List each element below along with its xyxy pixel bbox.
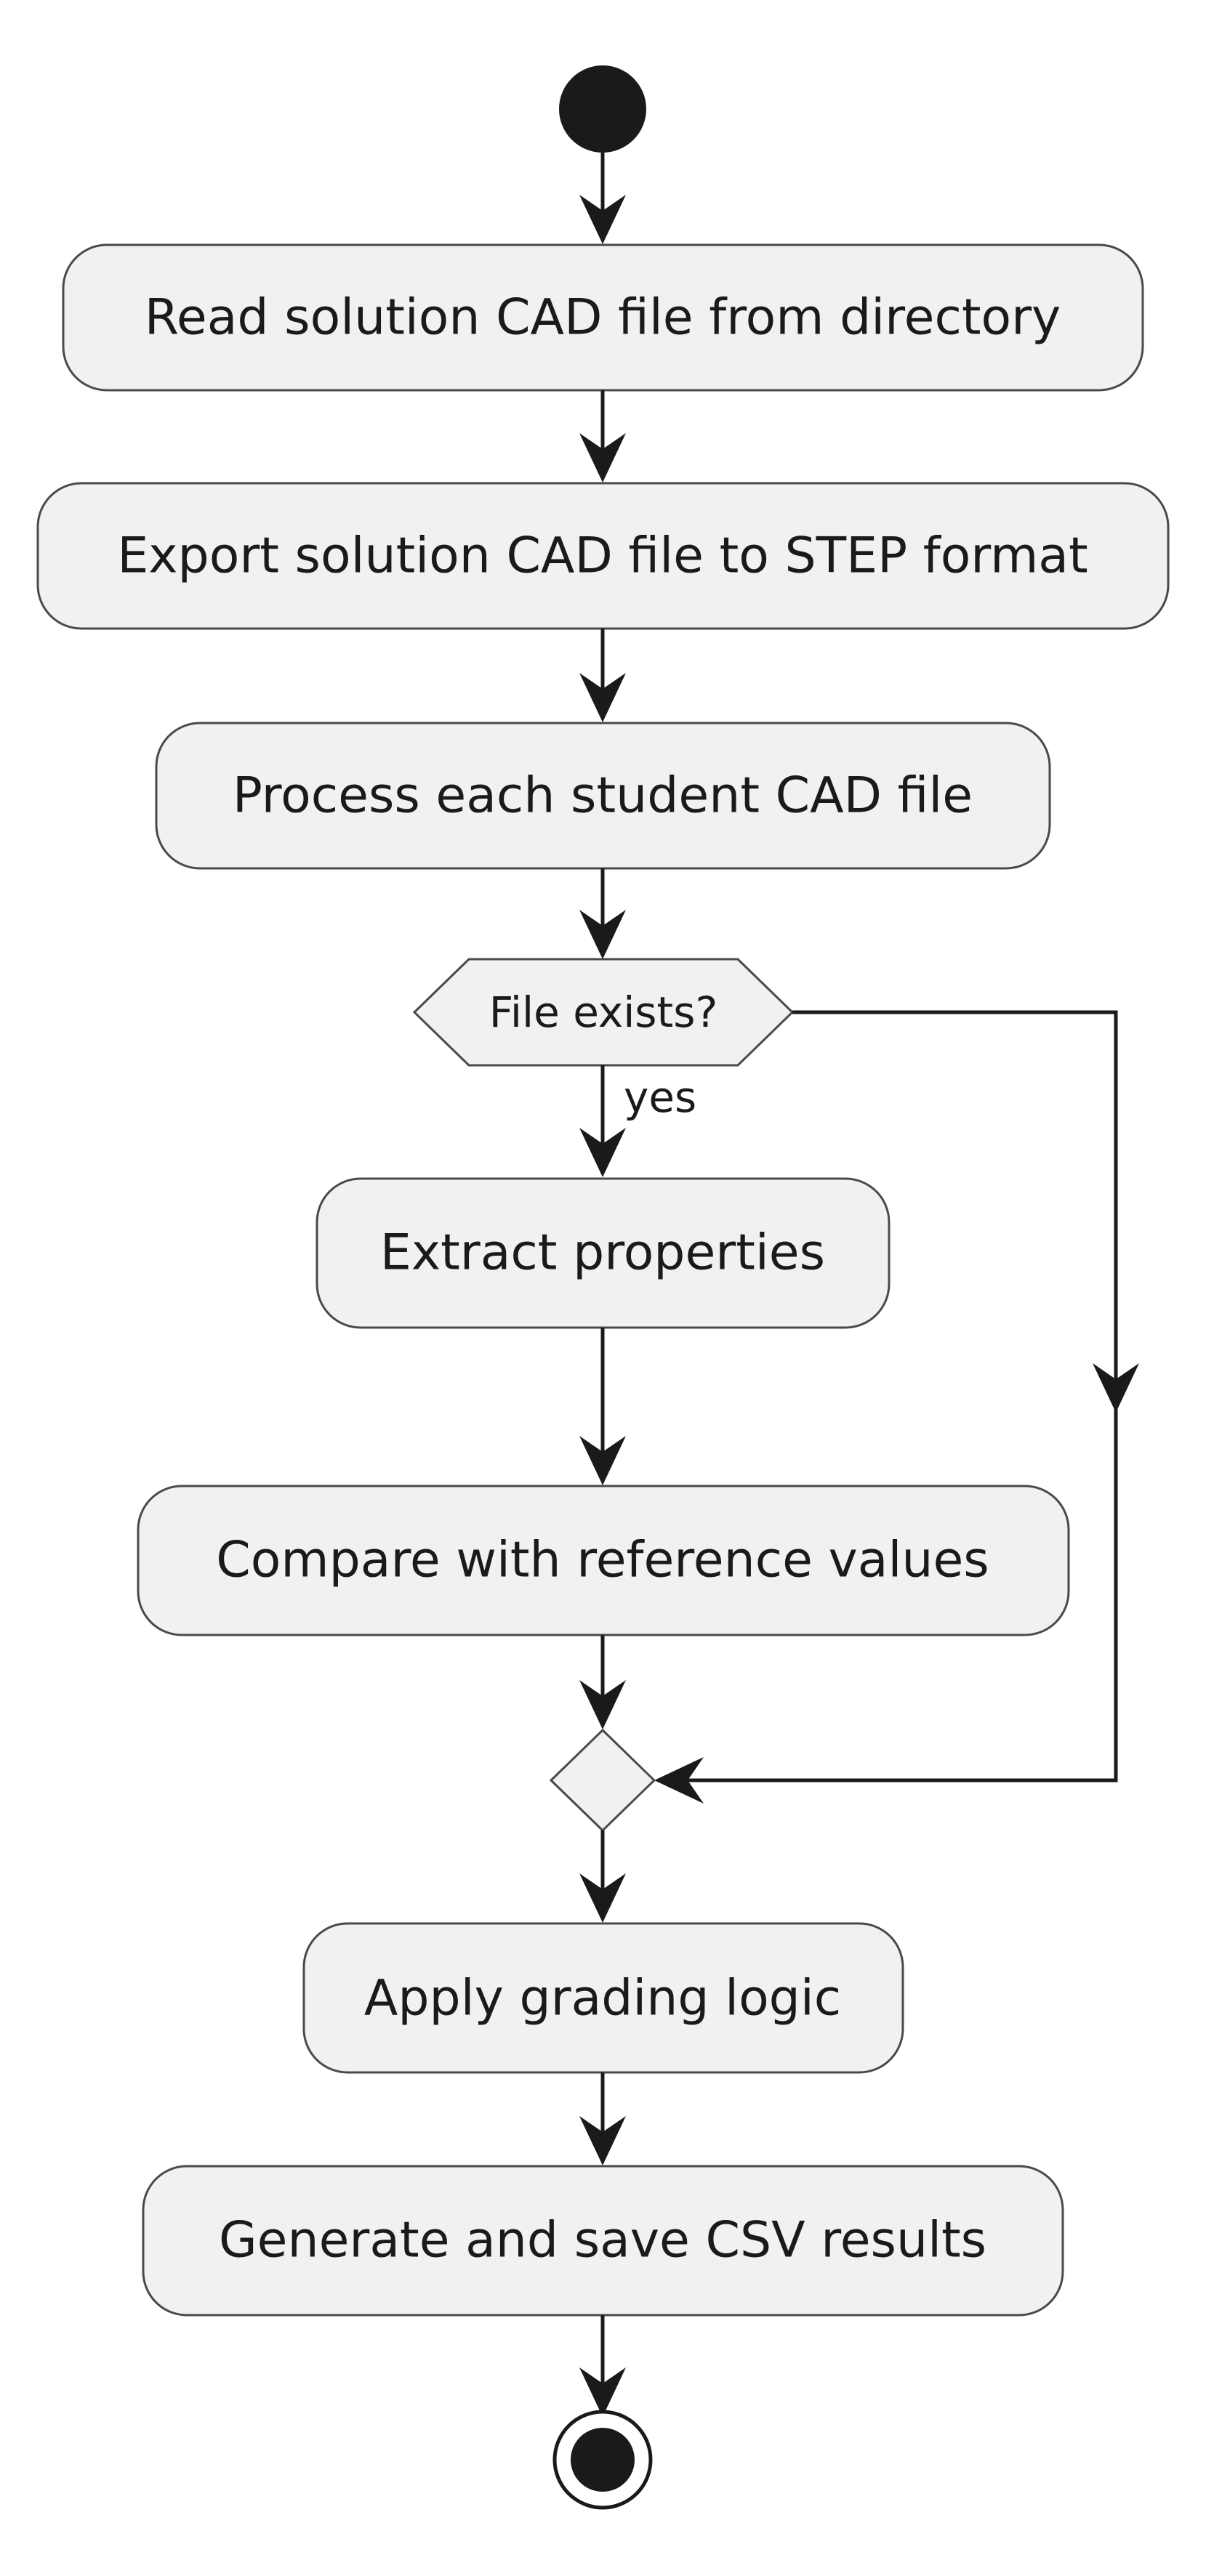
- arrowhead: [579, 1680, 626, 1729]
- arrowhead: [654, 1757, 704, 1804]
- activity-export-label: Export solution CAD file to STEP format: [117, 528, 1088, 585]
- activity-compare-label: Compare with reference values: [216, 1532, 989, 1589]
- activity-read: Read solution CAD file from directory: [62, 243, 1144, 392]
- arrowhead: [1093, 1363, 1139, 1413]
- decision-label: File exists?: [489, 988, 718, 1037]
- activity-process: Process each student CAD file: [155, 722, 1051, 870]
- arrowhead: [579, 195, 626, 244]
- activity-generate-label: Generate and save CSV results: [219, 2212, 986, 2269]
- arrowhead: [579, 2367, 626, 2417]
- arrowhead: [579, 433, 626, 483]
- arrowhead: [579, 673, 626, 722]
- start-node: [559, 65, 646, 153]
- end-node: [552, 2410, 653, 2510]
- activity-grade-label: Apply grading logic: [364, 1970, 841, 2027]
- edge-no-branch: [683, 1010, 1118, 1782]
- arrowhead: [579, 2116, 626, 2165]
- activity-process-label: Process each student CAD file: [233, 767, 973, 825]
- merge-node: [549, 1728, 656, 1833]
- activity-extract-label: Extract properties: [380, 1224, 825, 1282]
- activity-export: Export solution CAD file to STEP format: [36, 482, 1170, 630]
- arrowhead: [579, 910, 626, 959]
- activity-compare: Compare with reference values: [137, 1485, 1070, 1636]
- arrowhead: [579, 1128, 626, 1177]
- activity-grade: Apply grading logic: [302, 1922, 904, 2074]
- activity-extract: Extract properties: [315, 1177, 891, 1329]
- activity-read-label: Read solution CAD file from directory: [145, 289, 1061, 347]
- arrowhead: [579, 1436, 626, 1485]
- decision-file-exists: File exists?: [412, 958, 795, 1067]
- activity-generate: Generate and save CSV results: [142, 2165, 1064, 2317]
- yes-branch-label: yes: [624, 1073, 696, 1122]
- arrowhead: [579, 1873, 626, 1923]
